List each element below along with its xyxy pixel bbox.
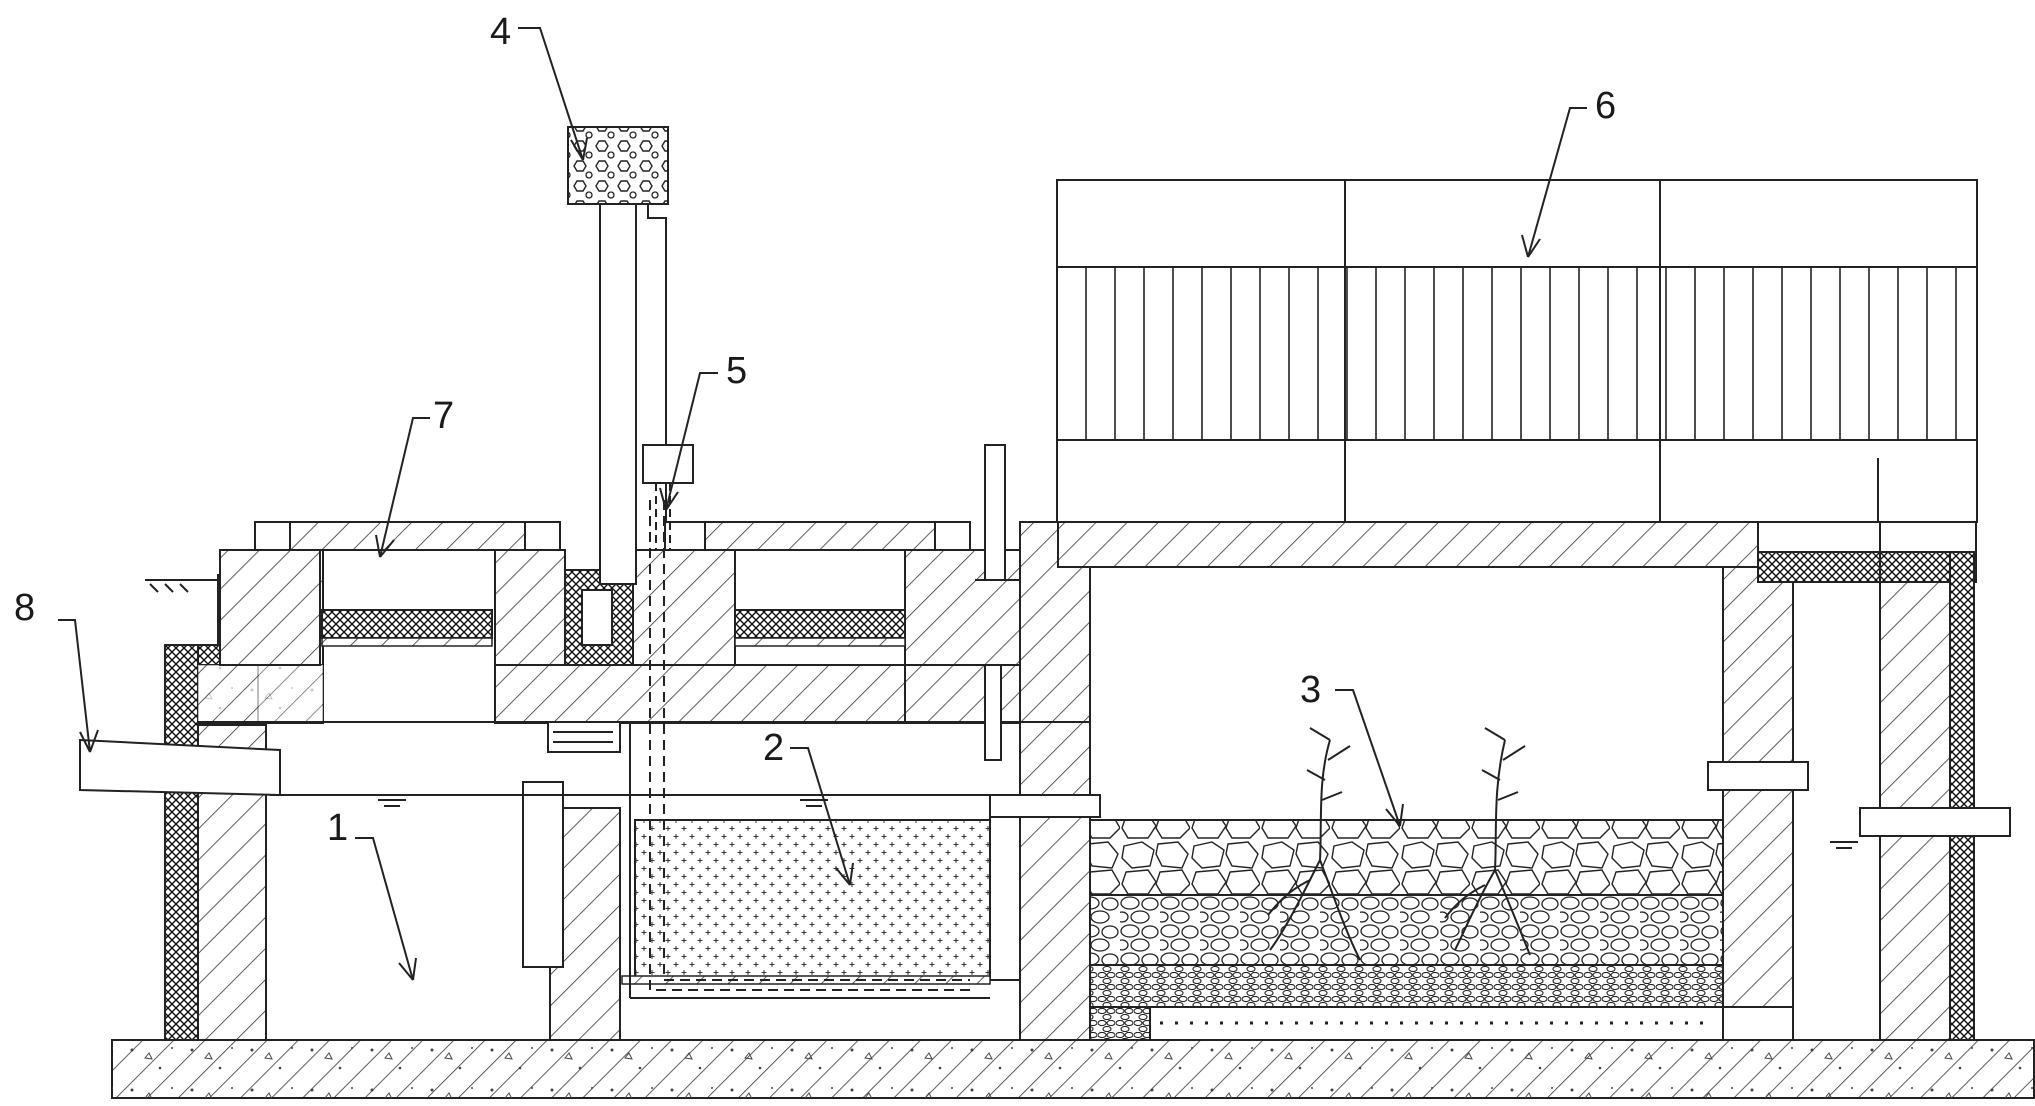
label-3: 3 [1300, 669, 1321, 711]
label-1: 1 [327, 807, 348, 849]
vent-tower [567, 126, 694, 585]
septic-tank-structure [79, 444, 1101, 1041]
solar-panel-array [1056, 179, 1978, 523]
foundation-slab [111, 1039, 2035, 1099]
label-4: 4 [490, 11, 511, 53]
part-labels: 4 5 6 7 8 1 2 3 [14, 11, 1616, 849]
label-2: 2 [763, 727, 784, 769]
wetland-plants [1267, 727, 1531, 961]
label-7: 7 [433, 395, 454, 437]
label-6: 6 [1595, 85, 1616, 127]
label-8: 8 [14, 587, 35, 629]
constructed-wetland [1019, 458, 2011, 1041]
label-5: 5 [726, 350, 747, 392]
leader-lines [58, 27, 1587, 981]
